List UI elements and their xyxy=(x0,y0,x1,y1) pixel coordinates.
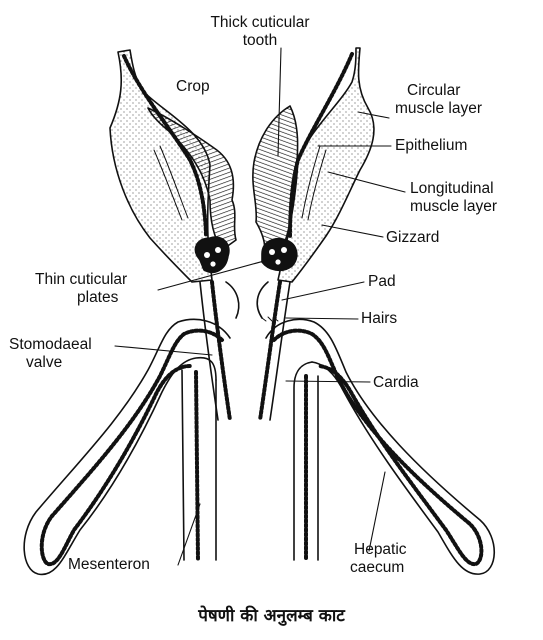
left-hepatic-caecum xyxy=(23,318,231,576)
label-hairs: Hairs xyxy=(361,310,398,327)
label-thin-cuticular-plates-line1: Thin cuticular xyxy=(35,271,128,288)
label-crop: Crop xyxy=(176,78,210,95)
leader-lines xyxy=(114,47,406,566)
label-circular-muscle-layer: Circular muscle layer xyxy=(395,82,482,118)
label-stomodaeal-valve-line2: valve xyxy=(26,354,63,371)
label-hepatic-caecum-line1: Hepatic xyxy=(354,541,407,558)
left-gizzard-wall xyxy=(109,49,237,283)
stomodaeal-valve xyxy=(199,280,291,422)
right-hepatic-caecum xyxy=(265,318,495,575)
label-stomodaeal-valve: Stomodaeal valve xyxy=(9,336,92,372)
label-circular-muscle-layer-line2: muscle layer xyxy=(395,100,482,117)
label-thick-cuticular-tooth-line2: tooth xyxy=(242,32,278,49)
label-mesenteron: Mesenteron xyxy=(68,556,150,573)
label-epithelium: Epithelium xyxy=(395,137,468,154)
label-longitudinal-muscle-layer-line2: muscle layer xyxy=(410,198,497,215)
label-hepatic-caecum: Hepatic caecum xyxy=(350,541,407,577)
label-stomodaeal-valve-line1: Stomodaeal xyxy=(9,336,92,353)
label-cardia: Cardia xyxy=(373,374,419,391)
label-circular-muscle-layer-line1: Circular xyxy=(407,82,461,99)
label-thin-cuticular-plates-line2: plates xyxy=(77,289,119,306)
label-pad: Pad xyxy=(368,273,396,290)
figure-caption: पेषणी की अनुलम्ब काट xyxy=(198,606,345,626)
right-gizzard-wall xyxy=(252,47,375,283)
mesenteron xyxy=(181,361,319,562)
label-thin-cuticular-plates: Thin cuticular plates xyxy=(35,271,127,307)
label-thick-cuticular-tooth: Thick cuticular tooth xyxy=(200,14,320,50)
label-hepatic-caecum-line2: caecum xyxy=(350,559,405,576)
label-gizzard: Gizzard xyxy=(386,229,440,246)
label-longitudinal-muscle-layer: Longitudinal muscle layer xyxy=(410,180,497,216)
pad-region xyxy=(225,281,279,322)
label-longitudinal-muscle-layer-line1: Longitudinal xyxy=(410,180,494,197)
label-thick-cuticular-tooth-line1: Thick cuticular xyxy=(210,14,310,31)
